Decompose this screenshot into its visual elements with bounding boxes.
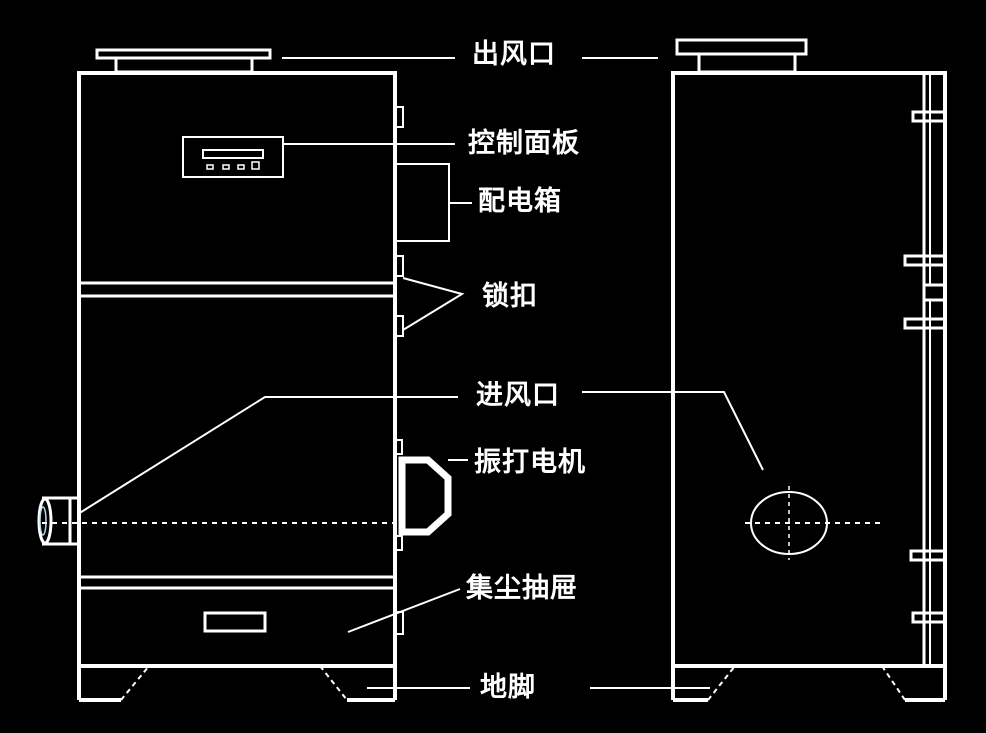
label-electric-box: 配电箱 [478, 186, 562, 217]
control-panel-display [202, 149, 264, 159]
leader-latch [402, 277, 465, 331]
motor-bracket-bottom [395, 535, 403, 551]
side-clamp-4 [909, 549, 947, 562]
vibration-motor [398, 456, 452, 536]
side-view [671, 38, 947, 702]
front-foot-right-brace [319, 665, 348, 701]
label-outlet: 出风口 [472, 39, 556, 70]
front-latch-top [394, 106, 404, 128]
side-clamp-3 [903, 317, 947, 330]
front-outlet-neck [114, 56, 254, 74]
front-foot-left-brace [120, 665, 150, 701]
label-feet: 地脚 [480, 672, 536, 703]
leader-inlet-side [582, 391, 764, 471]
side-foot-right-brace [881, 665, 906, 701]
label-dust-drawer: 集尘抽屉 [466, 573, 578, 604]
control-button-3 [237, 164, 245, 170]
front-cabinet-body [77, 71, 397, 668]
side-clamp-2 [903, 254, 947, 267]
front-view [37, 48, 452, 702]
front-latch-lower [394, 315, 404, 337]
leader-dust-drawer [347, 588, 461, 633]
control-knob [251, 161, 260, 170]
electric-box [395, 163, 450, 242]
label-latch: 锁扣 [482, 281, 538, 312]
side-foot-left-brace [707, 665, 736, 701]
side-clamp-1 [911, 110, 947, 123]
front-latch-upper [394, 255, 404, 277]
label-vibration-motor: 振打电机 [474, 447, 586, 478]
drawer-handle [203, 611, 267, 633]
side-clamp-5 [911, 611, 947, 624]
inlet-pipe [37, 496, 79, 546]
control-button-2 [222, 164, 230, 170]
side-outlet-neck [697, 52, 797, 74]
control-panel [182, 136, 284, 178]
side-outlet-flange [675, 38, 808, 56]
leader-lines [77, 57, 764, 689]
label-control-panel: 控制面板 [468, 128, 580, 159]
motor-bracket-top [395, 439, 403, 455]
leader-inlet-front [77, 396, 458, 515]
control-button-1 [206, 164, 214, 170]
label-inlet: 进风口 [476, 380, 560, 411]
side-cabinet-body [671, 71, 947, 668]
